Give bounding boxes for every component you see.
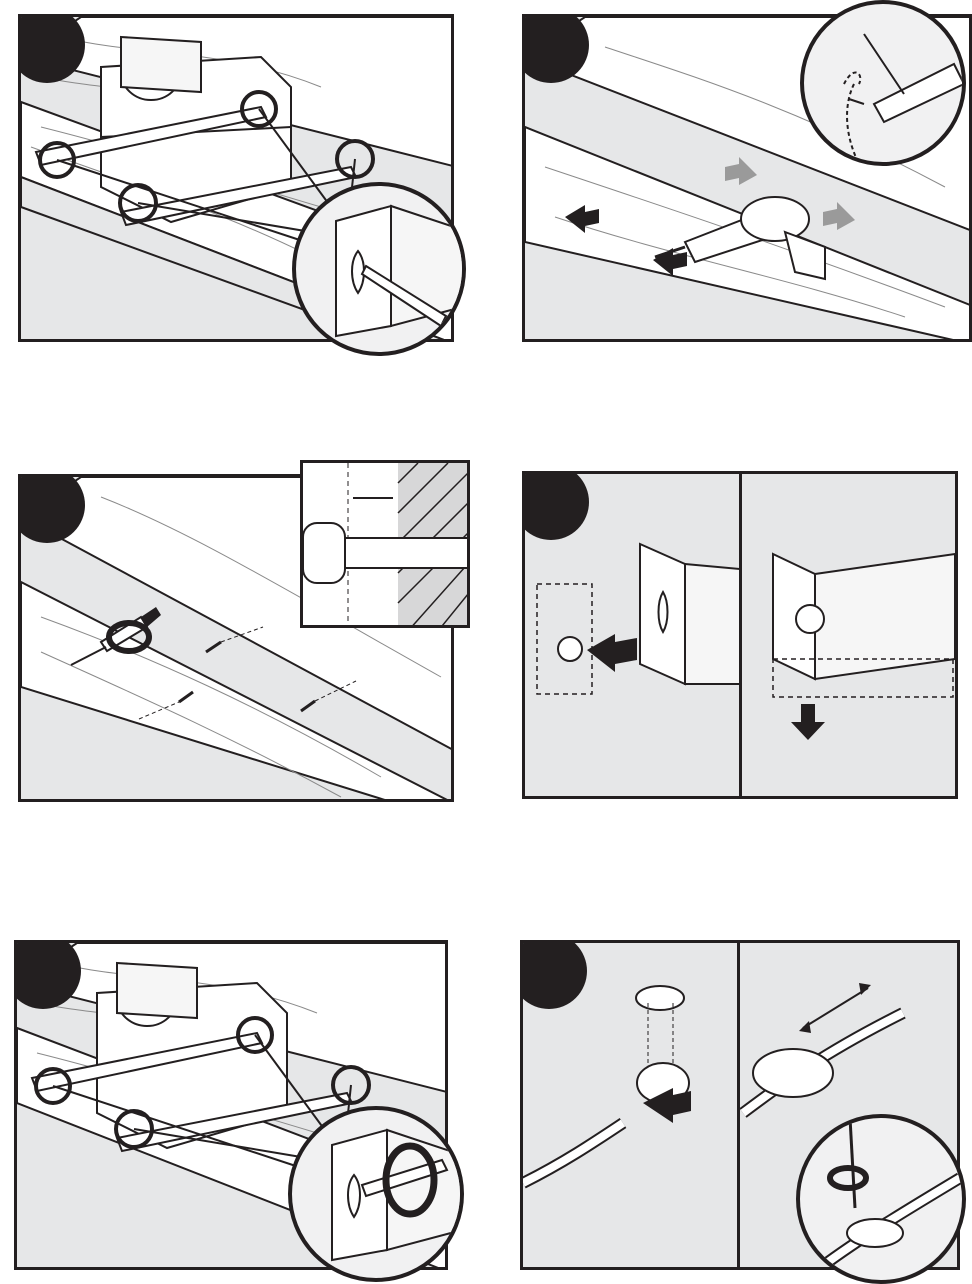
step-6-divider — [737, 943, 740, 1267]
tighten-keyhole-detail — [292, 1110, 464, 1282]
step-2-detail-inset — [800, 0, 966, 166]
step-3-detail-inset — [300, 460, 470, 628]
screw-gap-detail — [303, 463, 470, 628]
step-4-panel — [522, 471, 958, 799]
keyhole-screwdriver-detail — [296, 186, 466, 356]
clamp-screw-tighten-detail — [800, 1118, 966, 1284]
drill-bit-depth-detail — [804, 4, 966, 166]
step-5-detail-inset — [288, 1106, 464, 1282]
step-1-detail-inset — [292, 182, 466, 356]
step-6-detail-inset — [796, 1114, 966, 1284]
step-4-divider — [739, 474, 742, 796]
